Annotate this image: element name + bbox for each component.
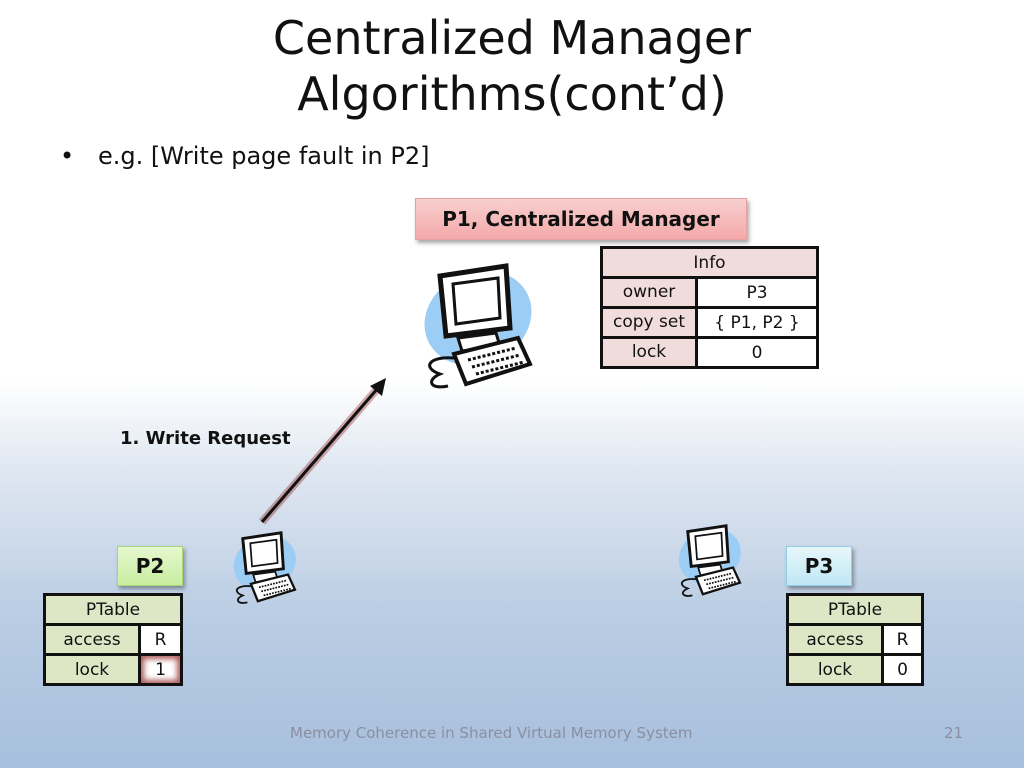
slide-footer: Memory Coherence in Shared Virtual Memor… [290,724,693,742]
p2-computer-icon [223,523,307,605]
p2-key-lock: lock [43,653,141,686]
p3-label: P3 [786,546,852,586]
manager-info-table: Info owner P3 copy set { P1, P2 } lock 0 [600,246,819,369]
p3-computer-icon [668,516,752,598]
info-value-lock: 0 [695,336,819,369]
manager-computer-icon [409,253,548,387]
info-value-copyset: { P1, P2 } [695,306,819,339]
write-request-label: 1. Write Request [120,428,291,449]
slide-title: Centralized Manager Algorithms(cont’d) [0,10,1024,122]
p2-label: P2 [117,546,183,586]
page-number: 21 [944,724,964,742]
p3-ptable: PTable access R lock 0 [786,593,924,686]
bullet-item: • e.g. [Write page fault in P2] [60,142,430,170]
p3-key-access: access [786,623,884,656]
title-line-2: Algorithms(cont’d) [297,67,727,121]
info-key-lock: lock [600,336,698,369]
p2-ptable: PTable access R lock 1 [43,593,183,686]
info-table-header: Info [600,246,819,279]
p2-key-access: access [43,623,141,656]
title-line-1: Centralized Manager [272,11,752,65]
manager-label: P1, Centralized Manager [415,198,747,240]
p3-value-access: R [881,623,924,656]
p2-value-lock: 1 [138,653,183,686]
info-key-copyset: copy set [600,306,698,339]
write-request-arrow [258,378,386,525]
p2-value-access: R [138,623,183,656]
bullet-symbol: • [60,142,75,170]
p3-value-lock: 0 [881,653,924,686]
p3-key-lock: lock [786,653,884,686]
info-key-owner: owner [600,276,698,309]
info-value-owner: P3 [695,276,819,309]
p2-ptable-header: PTable [43,593,183,626]
p3-ptable-header: PTable [786,593,924,626]
bullet-text: e.g. [Write page fault in P2] [98,142,430,170]
